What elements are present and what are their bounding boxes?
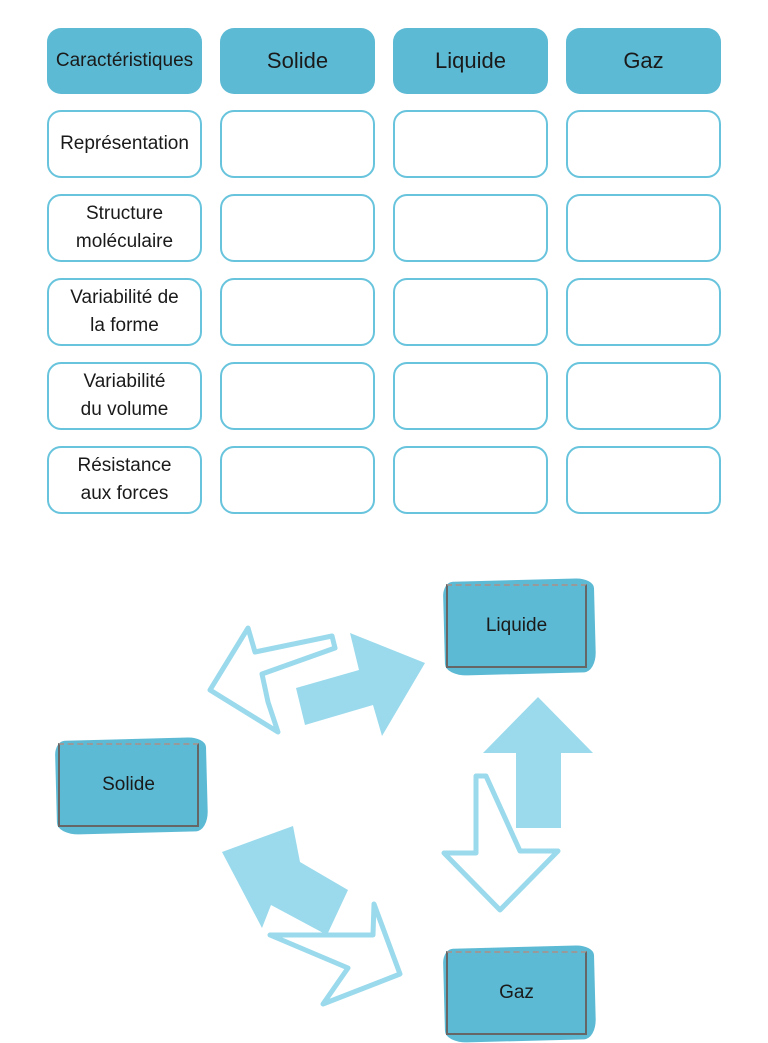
arrow-gas-to-solid [222,826,348,935]
answer-cell[interactable] [393,194,548,262]
state-solid-label: Solide [102,774,155,795]
arrow-solid-to-gas [267,901,403,1007]
state-solid: Solide [54,737,209,835]
answer-cell[interactable] [393,278,548,346]
arrow-gas-to-liquid [483,697,593,828]
answer-cell[interactable] [220,194,375,262]
state-gas-label: Gaz [499,982,534,1003]
answer-cell[interactable] [566,446,721,514]
row-label-representation: Représentation [47,110,202,178]
row-label-force-resistance: Résistance aux forces [47,446,202,514]
arrow-solid-to-liquid [296,633,425,736]
answer-cell[interactable] [566,110,721,178]
arrow-liquid-to-solid [207,625,338,735]
answer-cell[interactable] [566,278,721,346]
answer-cell[interactable] [220,362,375,430]
row-label-molecular-structure: Structure moléculaire [47,194,202,262]
state-liquid-frame [446,584,587,668]
answer-cell[interactable] [220,278,375,346]
answer-cell[interactable] [393,362,548,430]
answer-cell[interactable] [566,194,721,262]
answer-cell[interactable] [566,362,721,430]
answer-cell[interactable] [220,446,375,514]
state-gas: Gaz [442,945,597,1043]
answer-cell[interactable] [393,446,548,514]
arrow-liquid-to-gas [441,773,561,913]
row-label-shape-variability: Variabilité de la forme [47,278,202,346]
state-solid-frame [58,743,199,827]
header-liquid: Liquide [393,28,548,94]
state-liquid: Liquide [442,578,597,676]
header-gas: Gaz [566,28,721,94]
answer-cell[interactable] [220,110,375,178]
row-label-volume-variability: Variabilité du volume [47,362,202,430]
header-solid: Solide [220,28,375,94]
header-characteristics: Caractéristiques [47,28,202,94]
state-liquid-label: Liquide [485,615,548,636]
answer-cell[interactable] [393,110,548,178]
